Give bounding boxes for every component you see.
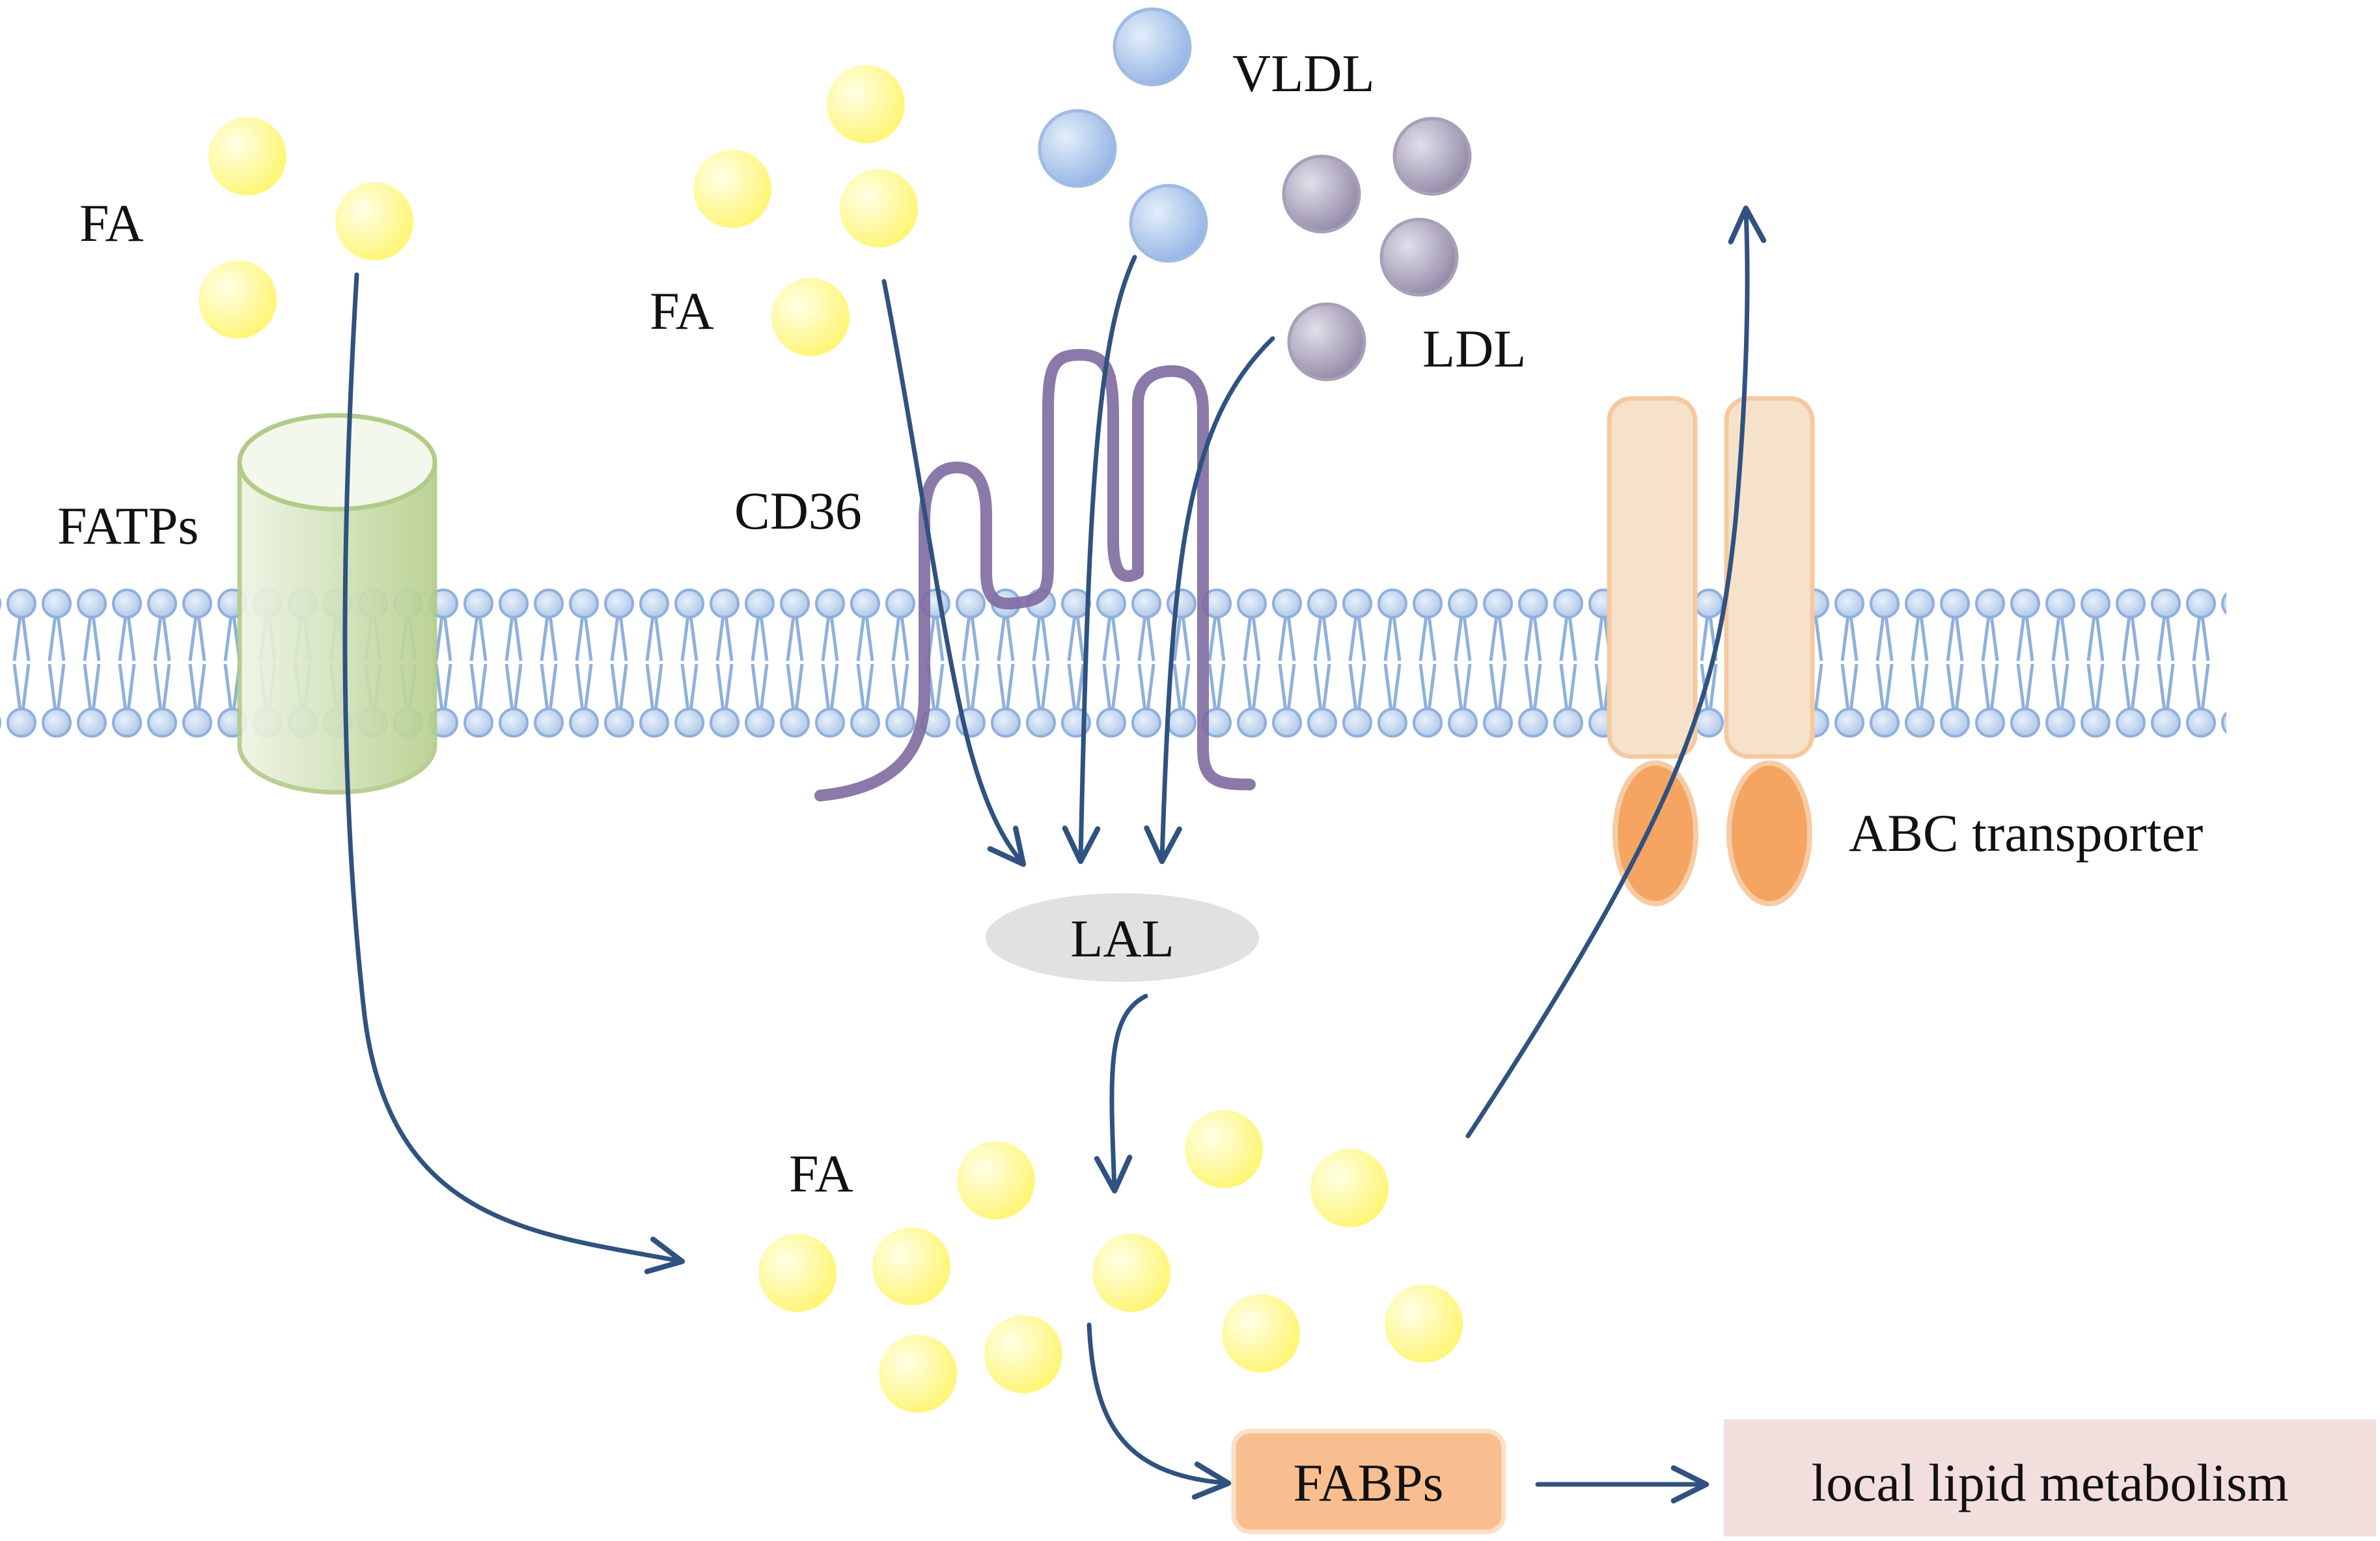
lal-label: LAL	[1070, 909, 1174, 968]
arrow-lal-to-fa-pool	[1094, 993, 1148, 1194]
lal-enzyme	[986, 893, 1259, 982]
abc-transporter	[1607, 396, 1815, 906]
fatp-channel	[237, 413, 437, 795]
local-lipid-metabolism-box	[1724, 1419, 2376, 1536]
arrow-fatp-to-fa-pool	[342, 272, 685, 1275]
abc-transporter-label: ABC transporter	[1849, 803, 2203, 863]
vldl-particles	[1038, 7, 1208, 263]
arrow-vldl-to-lal	[1062, 255, 1137, 865]
fa-label-inside: FA	[789, 1144, 853, 1203]
local-lipid-metabolism-label: local lipid metabolism	[1811, 1453, 2288, 1512]
cd36-receptor	[814, 349, 1256, 801]
arrow-fa-pool-to-abc-efflux	[1465, 205, 1767, 1139]
cd36-label: CD36	[734, 481, 862, 540]
fatps-label: FATPs	[57, 496, 199, 555]
fa-label-left: FA	[79, 193, 144, 253]
ldl-particles	[1282, 117, 1472, 382]
fabps-box	[1231, 1428, 1506, 1534]
arrow-ldl-to-lal	[1144, 336, 1275, 865]
arrow-fa-to-lal	[881, 279, 1027, 867]
fabps-label: FABPs	[1294, 1453, 1444, 1512]
fatty-acid-particles	[199, 65, 1463, 1413]
ldl-label: LDL	[1422, 319, 1526, 378]
arrow-fa-to-fabps	[1086, 1322, 1232, 1500]
fa-label-middle: FA	[650, 281, 714, 340]
vldl-label: VLDL	[1232, 44, 1375, 103]
